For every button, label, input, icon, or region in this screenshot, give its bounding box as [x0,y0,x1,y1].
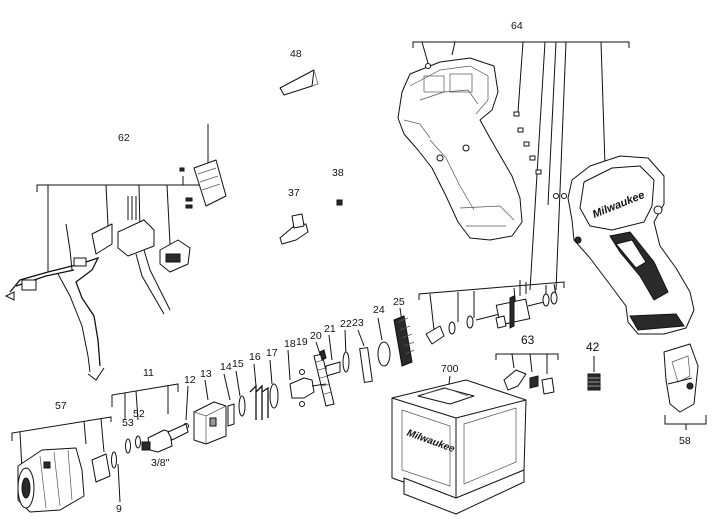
anvil [141,423,189,453]
callout-21: 21 [324,323,336,335]
callout-700: 700 [441,363,459,375]
pcb-board [179,159,227,209]
callout-58: 58 [679,435,691,447]
part-16: 16 [249,351,269,420]
callout-12: 12 [184,374,196,386]
callout-13: 13 [200,368,212,380]
callout-18: 18 [284,338,296,350]
part-25: 25 [393,296,415,367]
motor-parts [425,280,558,345]
part-9: 9 [91,451,122,515]
callout-25: 25 [393,296,405,308]
part-58: 58 [663,343,707,447]
callout-48: 48 [290,48,302,60]
switch-assembly [91,196,191,315]
part-53: 53 [122,417,134,454]
part-15: 15 [232,358,246,417]
part-38: 38 [332,167,344,206]
nose-boot [17,447,85,513]
callout-11-group: 11 [111,367,179,421]
callout-23: 23 [352,317,364,329]
part-18: 18 [284,338,327,399]
part-17: 17 [266,347,279,409]
part-24: 24 [373,304,391,367]
part-22: 22 [340,318,352,373]
callout-20: 20 [310,330,322,342]
housing-right-half: Milwaukee [553,155,695,335]
part-700-case: 700 Milwaukee [391,363,527,515]
callout-3-8-inch: 3/8" [151,457,170,469]
part-23: 23 [352,317,373,383]
callout-53: 53 [122,417,134,429]
callout-16: 16 [249,351,261,363]
callout-24: 24 [373,304,385,316]
part-21: 21 [324,323,341,377]
callout-38: 38 [332,167,344,179]
callout-11: 11 [143,367,154,379]
wire-harness [4,223,105,381]
callout-15: 15 [232,358,244,370]
callout-62: 62 [118,132,130,144]
callout-14: 14 [220,361,232,373]
callout-37: 37 [288,187,300,199]
callout-64-group: 64 [412,20,630,291]
housing-left-half [397,57,542,241]
part-42: 42 [586,340,601,391]
part-14: 14 [220,361,235,427]
callout-57-group: 57 [11,400,112,471]
callout-42: 42 [586,340,600,354]
part-52: 52 [133,408,145,449]
callout-63-group: 63 [495,333,559,395]
part-13: 13 [193,368,227,445]
callout-9: 9 [116,503,122,515]
motor-bracket [418,281,565,331]
part-20: 20 [310,330,335,407]
callout-63: 63 [521,333,535,347]
part-19: 19 [296,336,308,407]
callout-64: 64 [511,20,523,32]
part-37: 37 [279,187,309,245]
callout-17: 17 [266,347,278,359]
callout-57: 57 [55,400,67,412]
part-48: 48 [279,48,319,96]
callout-52: 52 [133,408,145,420]
callout-19: 19 [296,336,308,348]
callout-22: 22 [340,318,352,330]
